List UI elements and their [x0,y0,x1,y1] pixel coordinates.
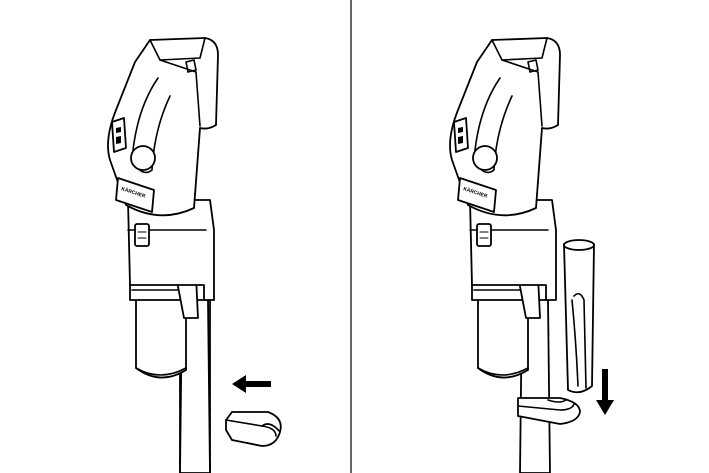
brand-plate: KÄRCHER [457,177,497,213]
dust-container [477,289,529,379]
arrow-left-icon [232,375,271,393]
crevice-tool [563,239,595,394]
handle-label-plate [111,117,127,153]
vacuum-handle [449,37,561,217]
handle-label-plate [453,117,469,153]
brand-plate: KÄRCHER [115,177,155,213]
dust-container [135,289,187,379]
holder-clip [517,397,581,425]
motor-body [127,199,215,301]
panel-left: KÄRCHER [107,37,282,473]
motor-body [469,199,557,301]
panel-right: KÄRCHER [449,37,614,473]
holder-clip [225,411,282,447]
vacuum-handle [107,37,219,217]
arrow-down-icon [596,369,614,415]
